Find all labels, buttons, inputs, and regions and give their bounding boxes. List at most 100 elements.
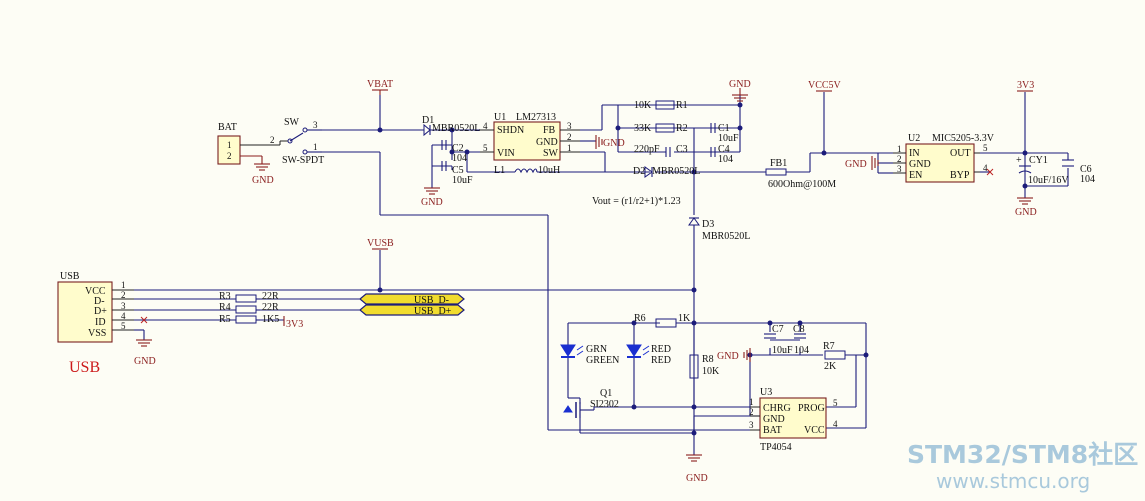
gnd-u1: GND xyxy=(595,135,625,149)
svg-text:USB_D-: USB_D- xyxy=(414,295,449,306)
gnd-top: GND xyxy=(729,79,751,102)
svg-text:R7: R7 xyxy=(823,341,835,352)
gnd-label: GND xyxy=(717,351,739,362)
gnd-bottom: GND xyxy=(686,454,708,484)
svg-text:C7: C7 xyxy=(772,324,784,335)
svg-text:D+: D+ xyxy=(94,306,107,317)
svg-text:GND: GND xyxy=(763,414,785,425)
svg-text:STM32/STM8社区: STM32/STM8社区 xyxy=(907,440,1138,469)
cap-c4: C4 104 xyxy=(710,144,733,165)
svg-text:3: 3 xyxy=(567,121,572,131)
svg-text:EN: EN xyxy=(909,170,922,181)
svg-text:LM27313: LM27313 xyxy=(516,112,556,123)
vcc5v-label: VCC5V xyxy=(808,80,842,91)
diode-d1: D1 MBR0520L xyxy=(422,115,480,137)
svg-text:PROG: PROG xyxy=(798,403,825,414)
svg-text:C2: C2 xyxy=(452,143,464,154)
svg-text:C8: C8 xyxy=(793,324,805,335)
cap-c3: 220pF C3 xyxy=(634,144,688,157)
svg-text:RED: RED xyxy=(651,355,671,366)
svg-text:GRN: GRN xyxy=(586,344,607,355)
resistor-r6: R6 1K xyxy=(634,313,691,328)
svg-text:4: 4 xyxy=(833,419,838,429)
gnd-u2: GND xyxy=(845,156,879,170)
svg-text:BYP: BYP xyxy=(950,170,970,181)
cap-c5: C5 10uF xyxy=(441,161,473,186)
svg-text:10uH: 10uH xyxy=(538,165,560,176)
gnd-bat: GND xyxy=(240,155,274,186)
svg-text:104: 104 xyxy=(1080,174,1095,185)
bat-connector: BAT 1 2 xyxy=(217,122,288,165)
usb-title: USB xyxy=(69,359,100,376)
gnd-label: GND xyxy=(729,79,751,90)
gnd-usb: GND xyxy=(134,339,156,367)
svg-text:FB: FB xyxy=(543,125,556,136)
svg-text:1: 1 xyxy=(749,397,754,407)
svg-text:220pF: 220pF xyxy=(634,144,660,155)
usb-connector: USB VCC D- D+ ID VSS 1 2 3 4 5 USB xyxy=(57,271,148,376)
svg-text:VCC: VCC xyxy=(804,425,825,436)
resistor-r1: 10K R1 xyxy=(634,100,688,111)
svg-text:USB_D+: USB_D+ xyxy=(414,306,452,317)
svg-text:1: 1 xyxy=(897,144,902,154)
svg-text:R3: R3 xyxy=(219,291,231,302)
svg-text:BAT: BAT xyxy=(218,122,237,133)
svg-text:104: 104 xyxy=(794,345,809,356)
ferrite-fb1: FB1 600Ohm@100M xyxy=(765,158,836,190)
svg-text:5: 5 xyxy=(983,143,988,153)
svg-text:22R: 22R xyxy=(262,291,279,302)
svg-text:R4: R4 xyxy=(219,302,231,313)
svg-text:MIC5205-3.3V: MIC5205-3.3V xyxy=(932,133,995,144)
svg-text:CY1: CY1 xyxy=(1029,155,1048,166)
svg-text:5: 5 xyxy=(121,321,126,331)
resistor-r8: R8 10K xyxy=(689,354,720,379)
inductor-l1: L1 10uH xyxy=(494,165,560,176)
gnd-label: GND xyxy=(134,356,156,367)
diode-d3: D3 MBR0520L xyxy=(688,217,750,242)
svg-text:3: 3 xyxy=(749,420,754,430)
mosfet-q1: Q1 SI2302 xyxy=(563,388,619,420)
svg-text:Q1: Q1 xyxy=(600,388,612,399)
svg-text:www.stmcu.org: www.stmcu.org xyxy=(936,469,1090,493)
wiring xyxy=(134,92,1069,455)
svg-text:3: 3 xyxy=(897,164,902,174)
resistor-r7: R7 2K xyxy=(823,341,846,372)
gnd-c7c8: GND xyxy=(717,348,751,362)
svg-text:SW: SW xyxy=(284,117,300,128)
svg-text:SW-SPDT: SW-SPDT xyxy=(282,155,324,166)
power-3v3-r5: 3V3 xyxy=(283,316,303,330)
svg-text:4: 4 xyxy=(121,311,126,321)
vout-formula: Vout = (r1/r2+1)*1.23 xyxy=(592,196,681,207)
svg-text:RED: RED xyxy=(651,344,671,355)
gnd-3v3: GND xyxy=(1015,197,1037,218)
diode-d2: D2 MBR0520L xyxy=(633,166,700,178)
gnd-c2c5: GND xyxy=(421,187,443,208)
svg-text:C3: C3 xyxy=(676,144,688,155)
gnd-label: GND xyxy=(1015,207,1037,218)
ic-u2: U2 MIC5205-3.3V IN GND EN OUT BYP 1 2 3 … xyxy=(893,133,995,183)
svg-text:SW: SW xyxy=(543,148,559,159)
port-usb-dp: USB_D+ xyxy=(359,304,465,317)
cap-c1: C1 10uF xyxy=(710,123,739,144)
svg-text:FB1: FB1 xyxy=(770,158,787,169)
svg-text:5: 5 xyxy=(833,398,838,408)
svg-text:R2: R2 xyxy=(676,123,688,134)
svg-text:10uF: 10uF xyxy=(718,133,739,144)
resistor-r5: R5 1K5 xyxy=(216,314,279,325)
svg-text:D-: D- xyxy=(94,296,105,307)
svg-text:10uF/16V: 10uF/16V xyxy=(1028,175,1069,186)
svg-text:2: 2 xyxy=(749,407,754,417)
svg-text:D3: D3 xyxy=(702,219,714,230)
svg-text:VSS: VSS xyxy=(88,328,106,339)
cap-c8: C8 104 xyxy=(793,324,809,356)
svg-text:3: 3 xyxy=(313,120,318,130)
svg-text:3: 3 xyxy=(121,301,126,311)
svg-text:10K: 10K xyxy=(634,100,652,111)
watermark: STM32/STM8社区 www.stmcu.org xyxy=(907,440,1138,493)
power-vbat: VBAT xyxy=(367,79,393,95)
svg-text:L1: L1 xyxy=(494,165,505,176)
ic-u3: U3 TP4054 CHRG GND BAT PROG VCC 1 2 3 5 … xyxy=(749,387,838,453)
gnd-label: GND xyxy=(252,175,274,186)
svg-text:VCC: VCC xyxy=(85,286,106,297)
power-3v3: 3V3 xyxy=(1017,80,1034,92)
